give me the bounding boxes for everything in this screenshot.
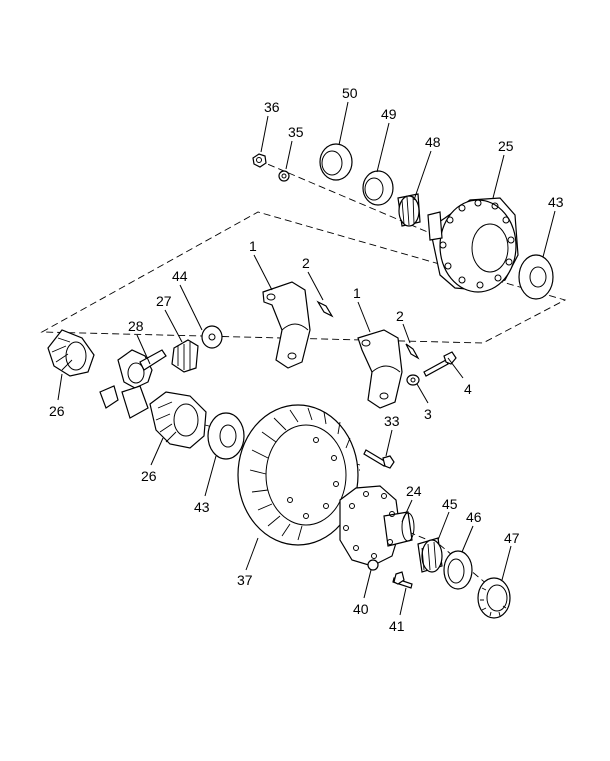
callout-4: 4	[464, 381, 472, 397]
callout-47: 47	[504, 530, 520, 546]
callout-26-top: 26	[49, 403, 65, 419]
callout-48: 48	[425, 134, 441, 150]
callout-2-right: 2	[396, 308, 404, 324]
ring-gear-37	[237, 404, 359, 546]
leader-lines	[57, 101, 556, 616]
nut-36	[252, 153, 267, 168]
pinion-gear-27	[171, 339, 199, 373]
adjusting-nut-47	[477, 577, 511, 619]
lock-washer-40	[367, 559, 379, 571]
callout-43-top: 43	[548, 194, 564, 210]
bearing-cup-46	[443, 550, 473, 590]
callout-44: 44	[172, 268, 188, 284]
thrust-washer-43-top	[518, 254, 554, 300]
differential-case-25	[427, 197, 519, 293]
callout-3: 3	[424, 406, 432, 422]
thrust-washer-43-left	[207, 412, 245, 460]
washer-35	[278, 170, 290, 182]
callout-1-left: 1	[249, 238, 257, 254]
spider-cross-28	[99, 349, 167, 419]
callout-1-right: 1	[353, 285, 361, 301]
thrust-washer-44	[201, 325, 223, 349]
dowel-pin-2-left	[316, 300, 334, 318]
callout-25: 25	[498, 138, 514, 154]
callout-24: 24	[406, 483, 422, 499]
callout-40: 40	[353, 601, 369, 617]
callout-26-bottom: 26	[141, 468, 157, 484]
callout-49: 49	[381, 106, 397, 122]
side-gear-26-bottom	[149, 391, 207, 449]
callout-45: 45	[442, 496, 458, 512]
bearing-cone-45	[417, 537, 443, 573]
side-gear-26-top	[47, 329, 95, 377]
callout-36: 36	[264, 99, 280, 115]
bearing-cap-1-left	[262, 281, 311, 369]
callout-35: 35	[288, 124, 304, 140]
callout-labels: 36 35 50 49 48 25 43 1 2 44 27 28 1 2 4 …	[49, 85, 564, 634]
differential-case-24	[339, 485, 415, 567]
case-bolt-41	[392, 571, 413, 589]
bearing-cup-50	[319, 143, 353, 181]
callout-37: 37	[237, 572, 253, 588]
lock-washer-3	[406, 374, 420, 386]
ring-gear-bolt-33	[363, 449, 395, 469]
callout-43-left: 43	[194, 499, 210, 515]
callout-27: 27	[156, 293, 172, 309]
bearing-cup-49	[362, 170, 394, 206]
dowel-pin-2-right	[405, 343, 420, 360]
cap-bolt-4	[423, 351, 457, 377]
callout-28: 28	[128, 318, 144, 334]
bearing-cap-1-right	[357, 329, 403, 409]
callout-33: 33	[384, 413, 400, 429]
callout-46: 46	[466, 509, 482, 525]
callout-41: 41	[389, 618, 405, 634]
callout-2-left: 2	[302, 255, 310, 271]
callout-50: 50	[342, 85, 358, 101]
bearing-cone-48	[397, 193, 421, 227]
